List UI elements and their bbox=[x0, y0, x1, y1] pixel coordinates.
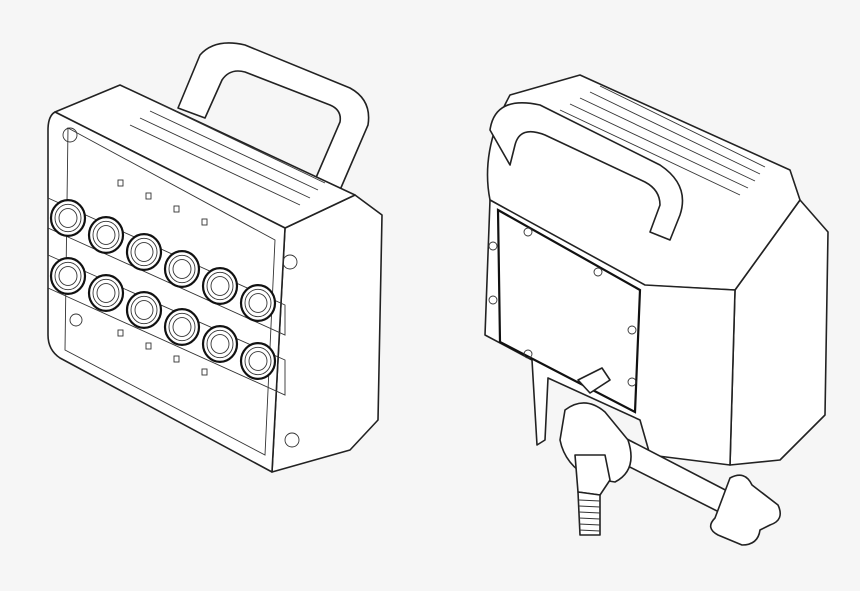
vent-slots bbox=[129, 103, 326, 206]
connector-socket bbox=[96, 225, 116, 245]
connector-socket bbox=[130, 237, 158, 267]
connector-socket bbox=[210, 276, 230, 296]
connector-socket bbox=[168, 312, 196, 342]
connector-socket bbox=[96, 283, 116, 303]
connector-socket bbox=[54, 261, 82, 291]
connector-grid bbox=[49, 199, 277, 380]
connector-socket bbox=[210, 334, 230, 354]
pin-marker bbox=[173, 355, 180, 363]
connector-socket bbox=[248, 351, 268, 371]
connector-socket bbox=[54, 203, 82, 233]
connector-socket bbox=[58, 208, 78, 228]
threaded-nipple bbox=[577, 491, 601, 536]
connector-socket bbox=[87, 274, 125, 312]
connector-socket bbox=[206, 329, 234, 359]
pin-marker bbox=[145, 192, 152, 200]
connector-socket bbox=[92, 220, 120, 250]
side-face bbox=[271, 194, 383, 473]
connector-socket bbox=[125, 233, 163, 271]
connector-socket bbox=[92, 278, 120, 308]
connector-socket bbox=[163, 250, 201, 288]
connector-socket bbox=[163, 308, 201, 346]
pin-marker bbox=[145, 342, 152, 350]
connector-socket bbox=[172, 317, 192, 337]
front-face bbox=[47, 111, 286, 473]
pin-marker bbox=[201, 368, 208, 376]
connector-socket bbox=[206, 271, 234, 301]
connector-socket bbox=[87, 216, 125, 254]
vent-slots bbox=[559, 85, 766, 196]
connector-socket bbox=[168, 254, 196, 284]
pin-marker bbox=[117, 329, 124, 337]
knob bbox=[709, 474, 781, 546]
pin-marker bbox=[173, 205, 180, 213]
connector-socket bbox=[248, 293, 268, 313]
pin-marker bbox=[201, 218, 208, 226]
connector-socket bbox=[239, 284, 277, 322]
connector-socket bbox=[201, 267, 239, 305]
mounting-hole bbox=[62, 127, 300, 448]
connector-socket bbox=[49, 199, 87, 237]
elbow-fitting bbox=[574, 454, 611, 496]
cover-plate bbox=[496, 208, 642, 414]
connector-socket bbox=[201, 325, 239, 363]
pin-marker bbox=[117, 179, 124, 187]
connector-socket bbox=[244, 288, 272, 318]
connector-socket bbox=[130, 295, 158, 325]
connector-socket bbox=[125, 291, 163, 329]
handle bbox=[489, 101, 684, 241]
connector-socket bbox=[244, 346, 272, 376]
connector-socket bbox=[134, 242, 154, 262]
screw bbox=[488, 227, 665, 387]
connector-socket bbox=[134, 300, 154, 320]
connector-socket bbox=[172, 259, 192, 279]
connector-socket bbox=[239, 342, 277, 380]
connector-socket bbox=[49, 257, 87, 295]
thread-lines bbox=[578, 499, 601, 532]
pin-grid bbox=[117, 179, 208, 376]
pin-lever bbox=[577, 367, 611, 394]
connector-strip-upper bbox=[47, 197, 286, 336]
rear-view-device bbox=[484, 74, 829, 546]
connector-strip-lower bbox=[47, 254, 286, 396]
connector-socket bbox=[58, 266, 78, 286]
front-view-device bbox=[47, 42, 383, 473]
